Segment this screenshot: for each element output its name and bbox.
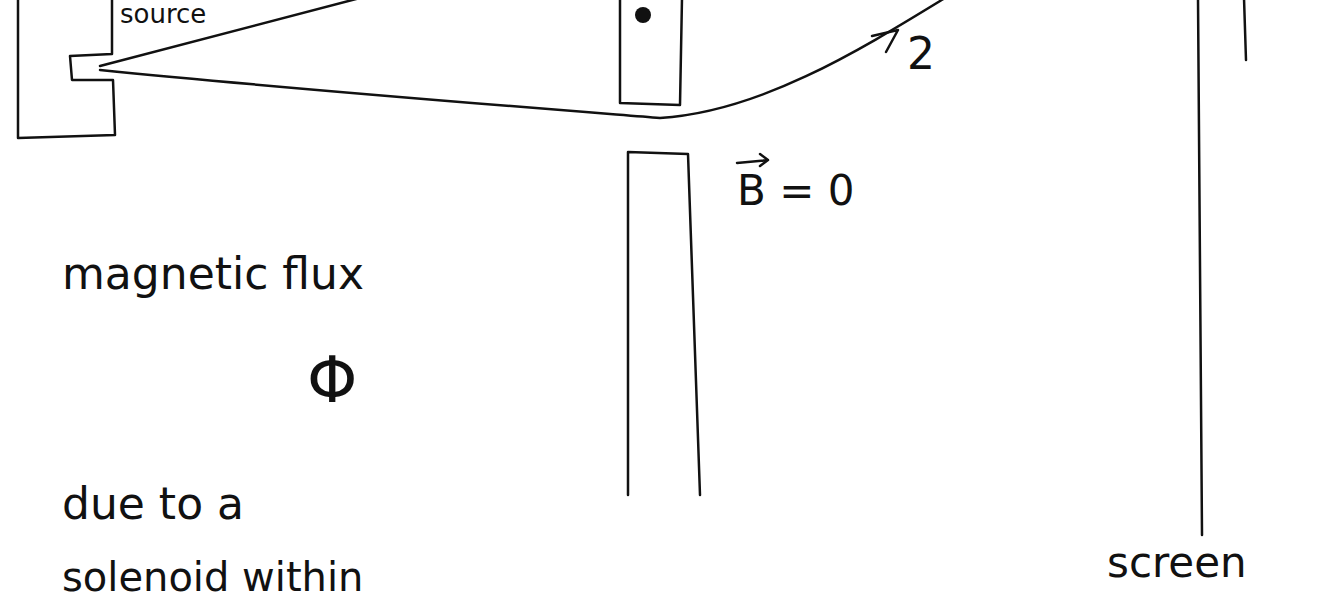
source-label: source (118, 0, 208, 29)
field-label: B = 0 (735, 168, 856, 214)
screen-line (1244, 0, 1246, 60)
note-text: due to a (60, 480, 246, 528)
arrow-head (872, 30, 898, 52)
electron-path (100, 0, 360, 66)
vector-arrow (737, 154, 768, 166)
barrier (628, 152, 700, 495)
screen-label: screen (1105, 540, 1249, 586)
note-text: solenoid within (60, 555, 365, 599)
screen-line (1198, 0, 1202, 535)
solenoid-dot (635, 7, 651, 23)
note-text: magnetic flux (60, 250, 366, 298)
path-number: 2 (905, 30, 937, 78)
flux-symbol: Φ (305, 345, 359, 415)
barrier (620, 0, 682, 105)
electron-path (100, 0, 945, 118)
